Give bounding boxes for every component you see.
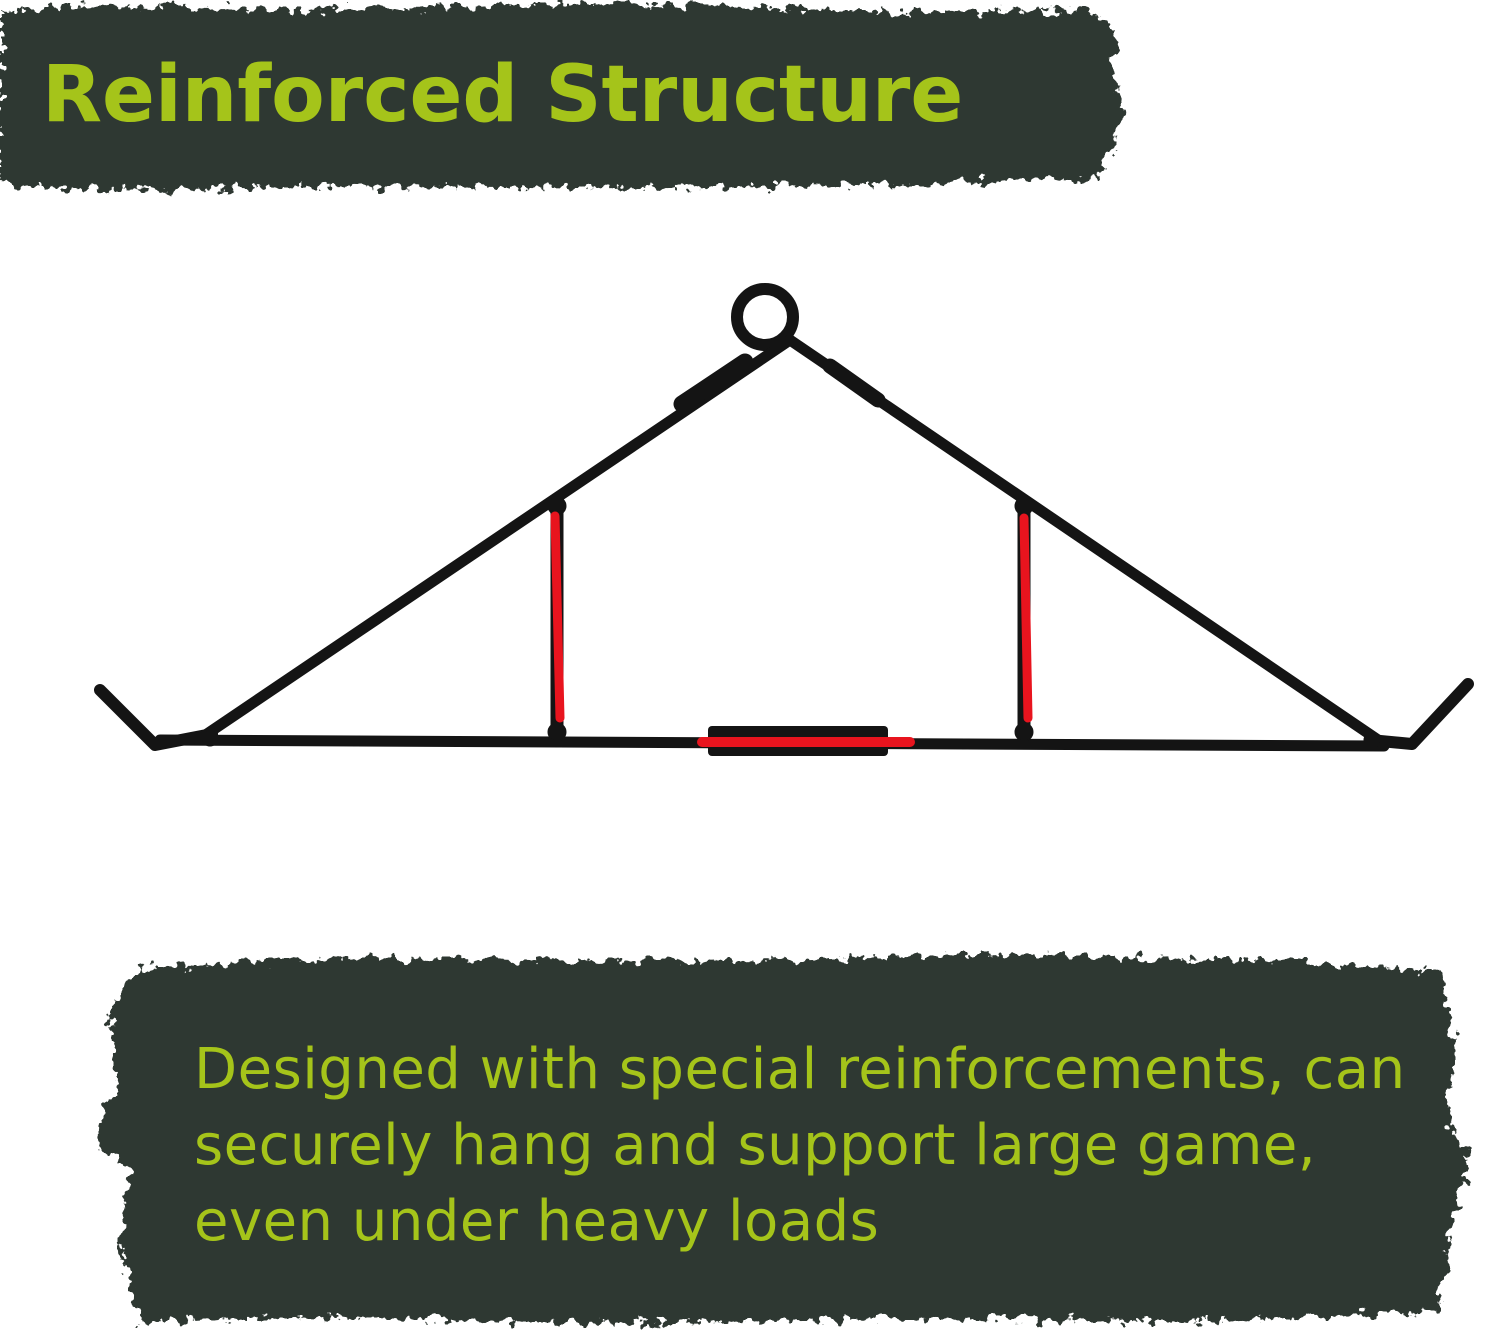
weld-joint xyxy=(1014,496,1034,516)
right-reinforcement-highlight xyxy=(1019,513,1033,723)
right-hook xyxy=(1364,678,1474,750)
weld-joint xyxy=(547,722,567,742)
right-arm-sleeve xyxy=(822,358,886,408)
left-reinforcement-highlight xyxy=(550,511,565,723)
description-text: Designed with special reinforcements, ca… xyxy=(194,1037,1406,1254)
hanging-ring xyxy=(731,283,799,351)
weld-joint xyxy=(1363,731,1381,749)
right-diagonal-arm xyxy=(784,334,1390,750)
left-arm-sleeve xyxy=(673,353,754,413)
weld-joint xyxy=(201,729,219,747)
game-hanger-illustration xyxy=(94,283,1474,756)
weld-joint xyxy=(1014,722,1034,742)
left-hook xyxy=(94,684,218,751)
page-title: Reinforced Structure xyxy=(42,50,964,140)
